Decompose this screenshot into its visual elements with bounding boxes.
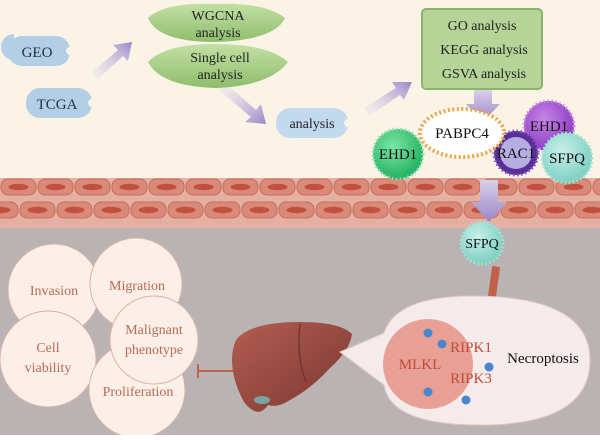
molecule-dot	[423, 387, 433, 397]
phenotype-cluster: Invasion Migration Malignant phenotype C…	[0, 237, 199, 439]
wgcna-label-1: WGCNA	[192, 9, 246, 24]
go-label: GO analysis	[448, 19, 517, 34]
arrow-through-membrane	[471, 180, 507, 222]
sfpq-lower: SFPQ	[459, 220, 505, 266]
ripk1-label: RIPK1	[450, 340, 492, 356]
invasion-label: Invasion	[30, 284, 78, 299]
enrichment-box: GO analysis KEGG analysis GSVA analysis	[421, 8, 543, 90]
kegg-label: KEGG analysis	[440, 43, 528, 58]
tcga-pill: TCGA	[26, 88, 96, 118]
pabpc4-label: PABPC4	[435, 126, 489, 142]
arrow-to-proteins	[466, 90, 500, 122]
cell-layer	[0, 178, 600, 228]
necroptosis-label: Necroptosis	[507, 351, 579, 367]
malignant-label-1: Malignant	[125, 323, 183, 338]
molecule-dot	[461, 395, 471, 405]
arrow-to-enrichment	[364, 82, 412, 116]
gsva-label: GSVA analysis	[442, 67, 526, 82]
single-cell-leaf: Single cell analysis	[148, 44, 288, 88]
geo-label: GEO	[22, 45, 53, 61]
cell-label-2: viability	[25, 361, 72, 376]
migration-label: Migration	[109, 279, 165, 294]
wgcna-leaf: WGCNA analysis	[148, 3, 285, 42]
malignant-label-2: phenotype	[125, 343, 183, 358]
proliferation-label: Proliferation	[103, 385, 174, 400]
sfpq-lower-label: SFPQ	[465, 237, 498, 252]
arrow-to-analysis	[219, 82, 266, 124]
cell-label-1: Cell	[36, 341, 59, 356]
single-cell-label-2: analysis	[197, 68, 242, 83]
wgcna-label-2: analysis	[195, 26, 240, 41]
geo-pill: GEO	[1, 34, 74, 66]
necroptosis-bubble: MLKL RIPK1 RIPK3 Necroptosis	[339, 295, 591, 426]
ehd1-left-label: EHD1	[379, 147, 417, 163]
molecule-dot	[423, 328, 433, 338]
sfpq-top-label: SFPQ	[549, 151, 585, 167]
single-cell-label-1: Single cell	[190, 51, 250, 66]
analysis-label: analysis	[289, 117, 334, 132]
liver-icon	[232, 322, 352, 412]
molecule-dot	[437, 339, 447, 349]
analysis-pill: analysis	[276, 108, 352, 138]
pabpc4: PABPC4	[418, 107, 506, 159]
rac1-label: RAC1	[497, 146, 535, 162]
sfpq-top: SFPQ	[540, 131, 594, 185]
molecule-dot	[484, 362, 494, 372]
ripk3-label: RIPK3	[450, 371, 492, 387]
tcga-label: TCGA	[37, 97, 78, 113]
mlkl-label: MLKL	[399, 357, 442, 373]
rac1: RAC1	[492, 129, 540, 177]
ehd1-left: EHD1	[371, 127, 425, 181]
ehd1-right-label: EHD1	[530, 119, 568, 135]
arrow-to-analyses	[92, 42, 132, 79]
